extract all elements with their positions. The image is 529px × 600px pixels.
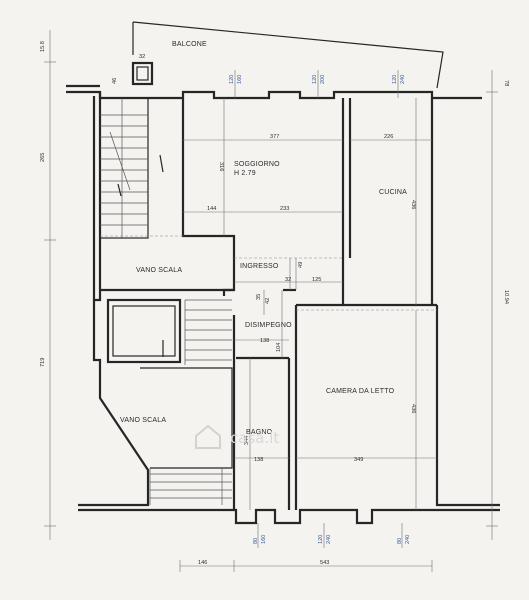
dim-col-h: 46 [112,78,118,84]
stairs-lower [140,367,233,505]
label-ingresso: INGRESSO [240,263,279,270]
dim-left-top: 265 [40,153,46,162]
dim-bottom-b: 543 [320,560,329,566]
dim-bottom-a: 146 [198,560,207,566]
window-bottom-2b: 240 [326,535,332,544]
dim-right-total: 10.94 [503,290,509,304]
dim-cucina-h: 436 [410,200,416,209]
label-camera: CAMERA DA LETTO [326,388,395,395]
dim-soggiorno-h: 316 [218,162,224,171]
window-bottom-1: 80 [253,538,259,544]
label-soggiorno: SOGGIORNO [234,161,280,168]
dim-soggiorno-b: 233 [280,206,289,212]
label-vano-scala-2: VANO SCALA [120,417,166,424]
label-disimpegno: DISIMPEGNO [245,322,292,329]
dim-bagno-h: 344 [244,436,250,445]
dim-ingresso-d: 125 [312,277,321,283]
label-vano-scala-1: VANO SCALA [136,267,182,274]
window-top-1b: 160 [237,75,243,84]
watermark: casa.it [195,424,279,449]
watermark-text: casa.it [230,429,279,447]
dim-soggiorno-a: 144 [207,206,216,212]
dim-bagno-w: 138 [254,457,263,463]
dim-right-top: 78 [503,80,509,86]
dim-balcone-depth: 15.8 [40,41,46,52]
window-bottom-3b: 240 [405,535,411,544]
label-soggiorno-height: H 2.79 [234,170,256,177]
walls [66,61,500,525]
stairs-upper [99,97,149,239]
stair-arrows [117,154,164,357]
dim-col-w: 32 [139,54,145,60]
dim-ingresso-b: 42 [265,298,271,304]
window-top-2b: 200 [320,75,326,84]
dim-cucina-w: 226 [384,134,393,140]
dim-soggiorno-w: 377 [270,134,279,140]
dim-ingresso-e: 49 [298,262,304,268]
dim-ingresso-a: 35 [256,294,262,300]
dim-camera-w: 349 [354,457,363,463]
dimension-lines [44,30,498,572]
window-bottom-1b: 160 [261,535,267,544]
dim-ingresso-c: 32 [285,277,291,283]
dashed-lines [100,235,437,311]
window-top-2: 120 [312,75,318,84]
window-bottom-3: 80 [397,538,403,544]
dim-camera-h: 436 [410,404,416,413]
dim-disimpegno-w: 138 [260,338,269,344]
label-balcone: BALCONE [172,41,207,48]
stairs-middle [106,298,232,365]
balcony [132,21,444,89]
window-top-1: 120 [229,75,235,84]
window-bottom-2: 120 [318,535,324,544]
window-top-3: 120 [392,75,398,84]
label-cucina: CUCINA [379,189,407,196]
dim-disimpegno-h: 104 [276,343,282,352]
window-top-3b: 240 [400,75,406,84]
dim-left-bottom: 719 [40,358,46,367]
label-bagno: BAGNO [246,429,273,436]
